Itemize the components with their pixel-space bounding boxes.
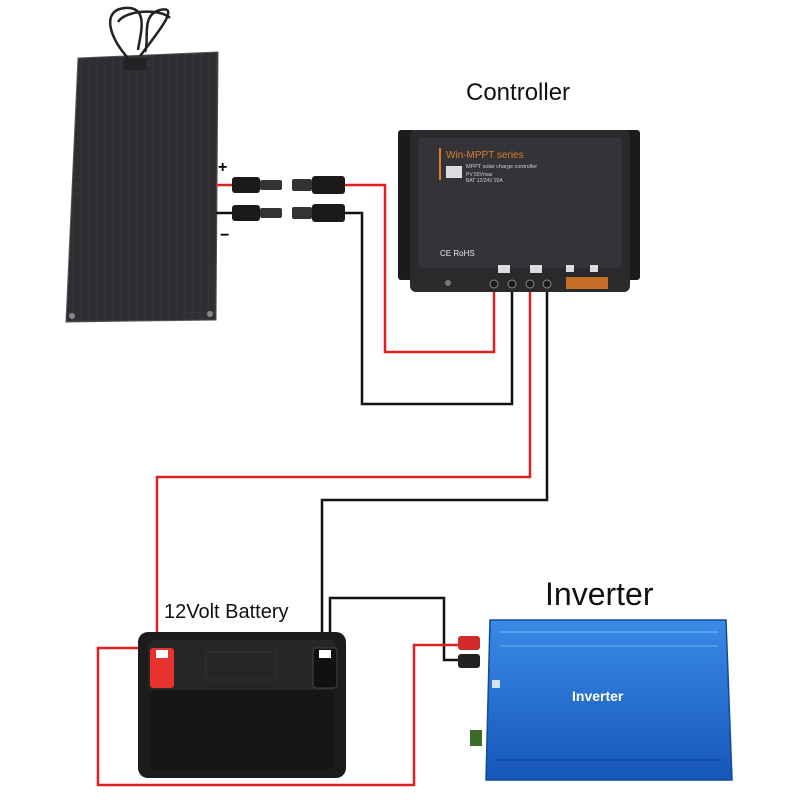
battery-label: 12Volt Battery — [164, 601, 289, 623]
battery — [138, 632, 346, 778]
wire-pv-positive — [345, 183, 496, 354]
mc4-negative-female — [292, 204, 345, 222]
inverter-negative-terminal — [458, 654, 480, 668]
inverter-positive-terminal — [458, 636, 480, 650]
battery-label-area — [205, 651, 277, 681]
inverter-body-label: Inverter — [572, 688, 624, 704]
load-terminal-icon — [566, 265, 574, 272]
inverter-title: Inverter — [545, 576, 654, 612]
inverter-body — [485, 619, 733, 781]
controller-subtitle: MPPT solar charge controller — [466, 164, 537, 170]
terminal-bat-negative — [542, 279, 552, 289]
inverter-ground-terminal — [470, 730, 482, 746]
wire-inverter-negative — [328, 596, 462, 662]
pv-terminal-icon — [498, 265, 510, 273]
mc4-positive-male — [232, 177, 282, 193]
controller-cert: CE RoHS — [440, 249, 475, 258]
charge-controller: Win-MPPT series MPPT solar charge contro… — [398, 130, 640, 292]
terminal-bat-positive — [525, 279, 535, 289]
inverter-status-led — [492, 680, 500, 688]
positive-sign: + — [218, 159, 227, 176]
load-terminal-strip — [566, 277, 608, 289]
battery-front — [150, 690, 334, 770]
panel-cable-coil — [116, 10, 171, 23]
controller-bat-spec: BAT 12/24V 20A — [466, 178, 503, 184]
inverter: Inverter — [458, 619, 733, 781]
wire-pv-negative — [345, 211, 514, 406]
mc4-positive-female — [292, 176, 345, 194]
panel-cable-coil — [108, 6, 143, 61]
terminal-pv-negative — [507, 279, 517, 289]
terminal-pv-positive — [489, 279, 499, 289]
mc4-connectors: + − — [218, 159, 345, 244]
rv-truck-icon — [446, 166, 462, 178]
wire-battery-negative — [320, 284, 549, 650]
panel-mount-hole — [207, 311, 213, 317]
wire-battery-positive — [155, 284, 532, 650]
mc4-negative-male — [232, 205, 282, 221]
battery-negative-terminal-cap — [319, 650, 331, 658]
controller-indicator — [445, 280, 451, 286]
wire-inverter-positive — [96, 643, 462, 787]
controller-series: Win-MPPT series — [446, 150, 524, 161]
panel-cable-coil — [139, 8, 170, 57]
battery-lid — [148, 640, 336, 690]
panel-mount-hole — [69, 313, 75, 319]
negative-sign: − — [220, 227, 229, 244]
solar-panel — [65, 6, 219, 323]
load-terminal-icon — [590, 265, 598, 272]
controller-face — [418, 138, 622, 268]
battery-terminal-icon — [530, 265, 542, 273]
controller-label: Controller — [466, 79, 570, 106]
battery-positive-terminal-cap — [156, 650, 168, 658]
wires — [96, 183, 549, 787]
controller-pv-spec: PV 55Vmax — [466, 172, 493, 178]
solar-panel-surface — [65, 51, 219, 323]
junction-box — [124, 58, 146, 70]
controller-terminals — [489, 277, 608, 289]
